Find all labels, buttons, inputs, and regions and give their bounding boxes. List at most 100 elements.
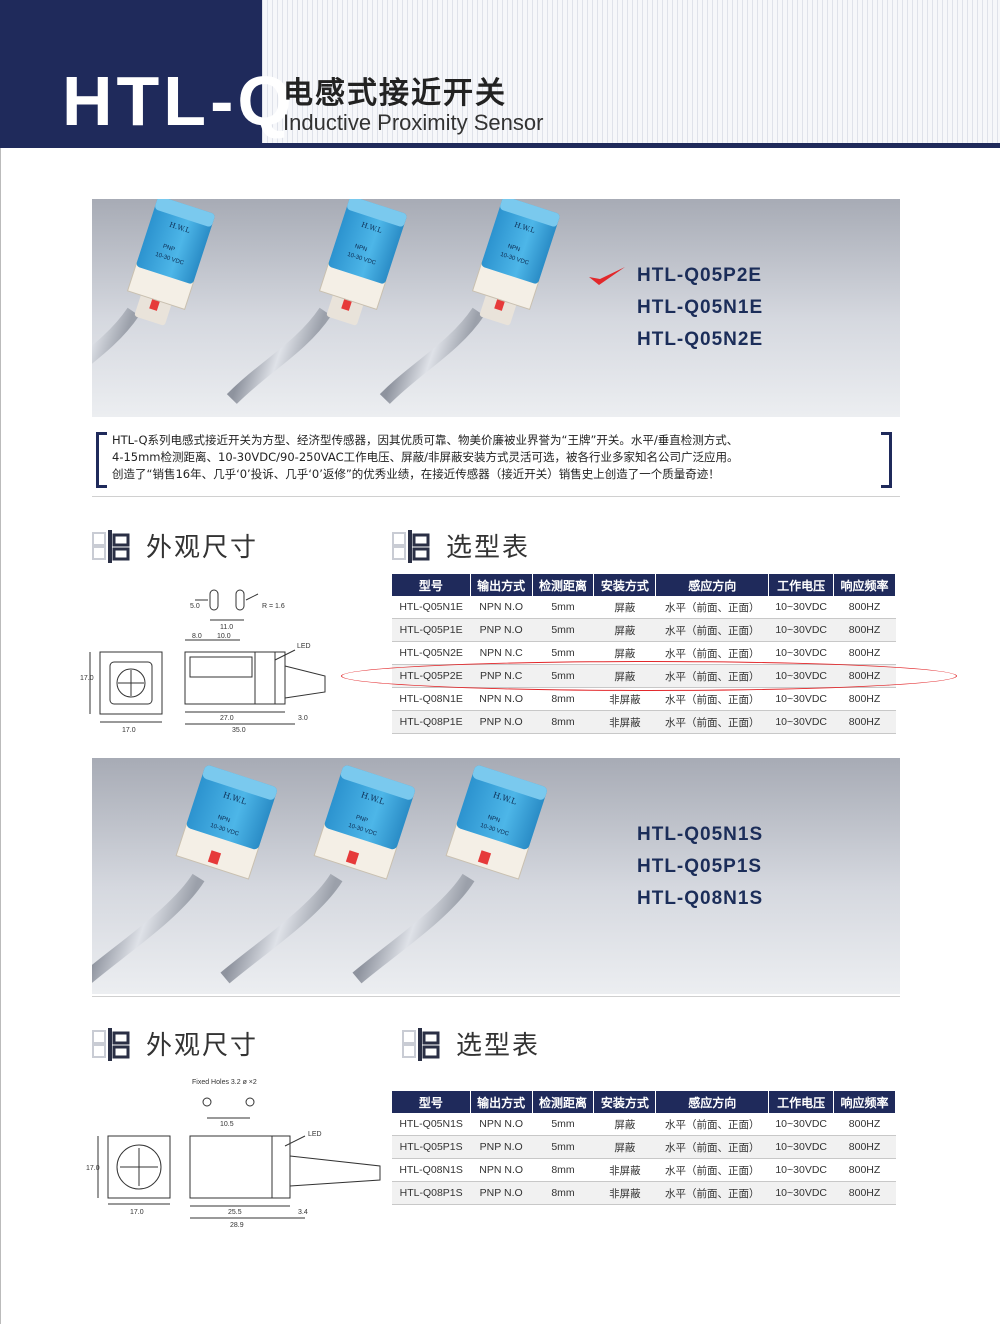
sensor-photo-3: H.W.L NPN 10-30 VDC (379, 199, 560, 404)
table-cell: 水平（前面、正面） (655, 710, 769, 734)
svg-text:11.0: 11.0 (220, 624, 233, 631)
description-line: 创造了“销售16年、几乎‘0’投诉、几乎‘0’返修”的优秀业绩，在接近传感器（接… (112, 467, 720, 481)
svg-text:10.5: 10.5 (220, 1121, 234, 1128)
table-cell: PNP N.O (470, 618, 533, 642)
column-header: 检测距离 (532, 574, 595, 596)
svg-text:25.5: 25.5 (228, 1209, 242, 1216)
svg-text:NPN: NPN (217, 815, 231, 825)
table-cell: NPN N.O (470, 1158, 533, 1182)
table-cell: 屏蔽 (593, 1113, 656, 1136)
sensor-photos-2: H.W.L NPN 10-30 VDC H.W.L PNP 10-30 VDC … (92, 765, 547, 984)
column-header: 感应方向 (655, 1091, 770, 1113)
section-title: 选型表 (456, 1031, 541, 1061)
svg-text:17.0: 17.0 (122, 727, 136, 734)
table-cell: 5mm (532, 1135, 594, 1159)
table-cell: 水平（前面、正面） (655, 1181, 769, 1205)
brand-text: HTL-Q (62, 62, 296, 140)
table-cell: HTL-Q05N2E (392, 641, 471, 665)
sensor-photo-2: H.W.L NPN 10-30 VDC (226, 199, 407, 404)
sensor-photo-6: H.W.L NPN 10-30 VDC (352, 765, 547, 984)
table-cell: 非屏蔽 (593, 1158, 656, 1182)
table-cell: 10~30VDC (768, 618, 834, 642)
section-head-dimensions-1: 外观尺寸 (92, 527, 258, 564)
table-cell: 水平（前面、正面） (655, 1158, 769, 1182)
table-cell: PNP N.O (470, 1135, 533, 1159)
table-cell: HTL-Q05N1E (392, 596, 471, 619)
table-cell: 水平（前面、正面） (655, 596, 769, 619)
sensor-photos-1: H.W.L PNP 10-30 VDC H.W.L NPN 10-30 VDC … (92, 199, 560, 404)
table-cell: 800HZ (833, 618, 896, 642)
table-cell: 10~30VDC (768, 596, 834, 619)
column-header: 型号 (392, 1091, 471, 1113)
column-header: 型号 (392, 574, 471, 596)
section-title: 外观尺寸 (146, 533, 259, 563)
svg-text:10.0: 10.0 (217, 633, 231, 640)
table-cell: 800HZ (833, 1135, 896, 1159)
column-header: 输出方式 (470, 1091, 533, 1113)
svg-text:17.0: 17.0 (86, 1165, 100, 1172)
section-glyph-icon (392, 529, 430, 563)
right-bracket (881, 432, 892, 488)
column-header: 工作电压 (768, 574, 835, 596)
product-photo-banner-2: H.W.L NPN 10-30 VDC H.W.L PNP 10-30 VDC … (92, 758, 900, 994)
column-header: 响应频率 (833, 574, 896, 596)
svg-text:PNP: PNP (162, 244, 176, 254)
svg-text:17.0: 17.0 (80, 675, 94, 682)
header-baseline (262, 143, 1000, 148)
table-cell: HTL-Q08P1E (392, 710, 471, 734)
column-header: 工作电压 (768, 1091, 835, 1113)
table-cell: 5mm (532, 641, 594, 665)
selection-table-1: 型号 输出方式 检测距离 安装方式 感应方向 工作电压 响应频率 HTL-Q05… (392, 574, 896, 734)
highlight-oval (341, 661, 957, 691)
table-cell: 屏蔽 (593, 1135, 656, 1159)
section-glyph-icon (92, 1027, 130, 1061)
table-cell: HTL-Q08N1E (392, 687, 471, 711)
description-line: 4-15mm检测距离、10-30VDC/90-250VAC工作电压、屏蔽/非屏蔽… (112, 450, 739, 464)
table-cell: NPN N.O (470, 596, 533, 619)
svg-text:LED: LED (297, 643, 311, 650)
model-list-1: HTL-Q05P2E HTL-Q05N1E HTL-Q05N2E (637, 260, 763, 356)
page-title-en: Inductive Proximity Sensor (283, 110, 544, 135)
model-name: HTL-Q05P1S (637, 856, 763, 877)
table-cell: NPN N.O (470, 687, 533, 711)
table-cell: 10~30VDC (768, 1135, 834, 1159)
sensor-photo-5: H.W.L PNP 10-30 VDC (220, 765, 415, 984)
svg-text:3.4: 3.4 (298, 1209, 308, 1216)
model-name: HTL-Q05N2E (637, 329, 764, 350)
selection-table-2: 型号 输出方式 检测距离 安装方式 感应方向 工作电压 响应频率 HTL-Q05… (392, 1091, 896, 1205)
section-title: 外观尺寸 (146, 1031, 259, 1061)
table-cell: 10~30VDC (768, 1113, 834, 1136)
header-brand-block (0, 0, 262, 148)
table-cell: NPN N.C (470, 641, 533, 665)
svg-text:35.0: 35.0 (232, 727, 246, 734)
svg-text:NPN: NPN (487, 815, 501, 825)
table-cell: 非屏蔽 (593, 1181, 656, 1205)
table-header-row: 型号 输出方式 检测距离 安装方式 感应方向 工作电压 响应频率 (392, 1091, 896, 1113)
table-cell: HTL-Q08P1S (392, 1181, 471, 1205)
table-cell: 5mm (532, 1113, 594, 1136)
table-cell: 800HZ (833, 641, 896, 665)
svg-text:27.0: 27.0 (220, 715, 234, 722)
dimension-drawing-1: 5.0 R = 1.6 11.0 8.0 10.0 LED 17.0 17.0 … (80, 589, 326, 734)
table-cell: PNP N.O (470, 1181, 533, 1205)
model-name: HTL-Q05N1S (637, 824, 764, 845)
svg-text:5.0: 5.0 (190, 603, 200, 610)
table-cell: PNP N.O (470, 710, 533, 734)
column-header: 安装方式 (593, 1091, 657, 1113)
column-header: 感应方向 (655, 574, 770, 596)
page-border (0, 148, 1, 1324)
table-cell: 800HZ (833, 687, 896, 711)
table-cell: HTL-Q08N1S (392, 1158, 471, 1182)
table-cell: 10~30VDC (768, 641, 834, 665)
table-cell: 8mm (532, 687, 594, 711)
sensor-photo-1: H.W.L PNP 10-30 VDC (92, 199, 215, 404)
svg-text:28.9: 28.9 (230, 1222, 244, 1229)
